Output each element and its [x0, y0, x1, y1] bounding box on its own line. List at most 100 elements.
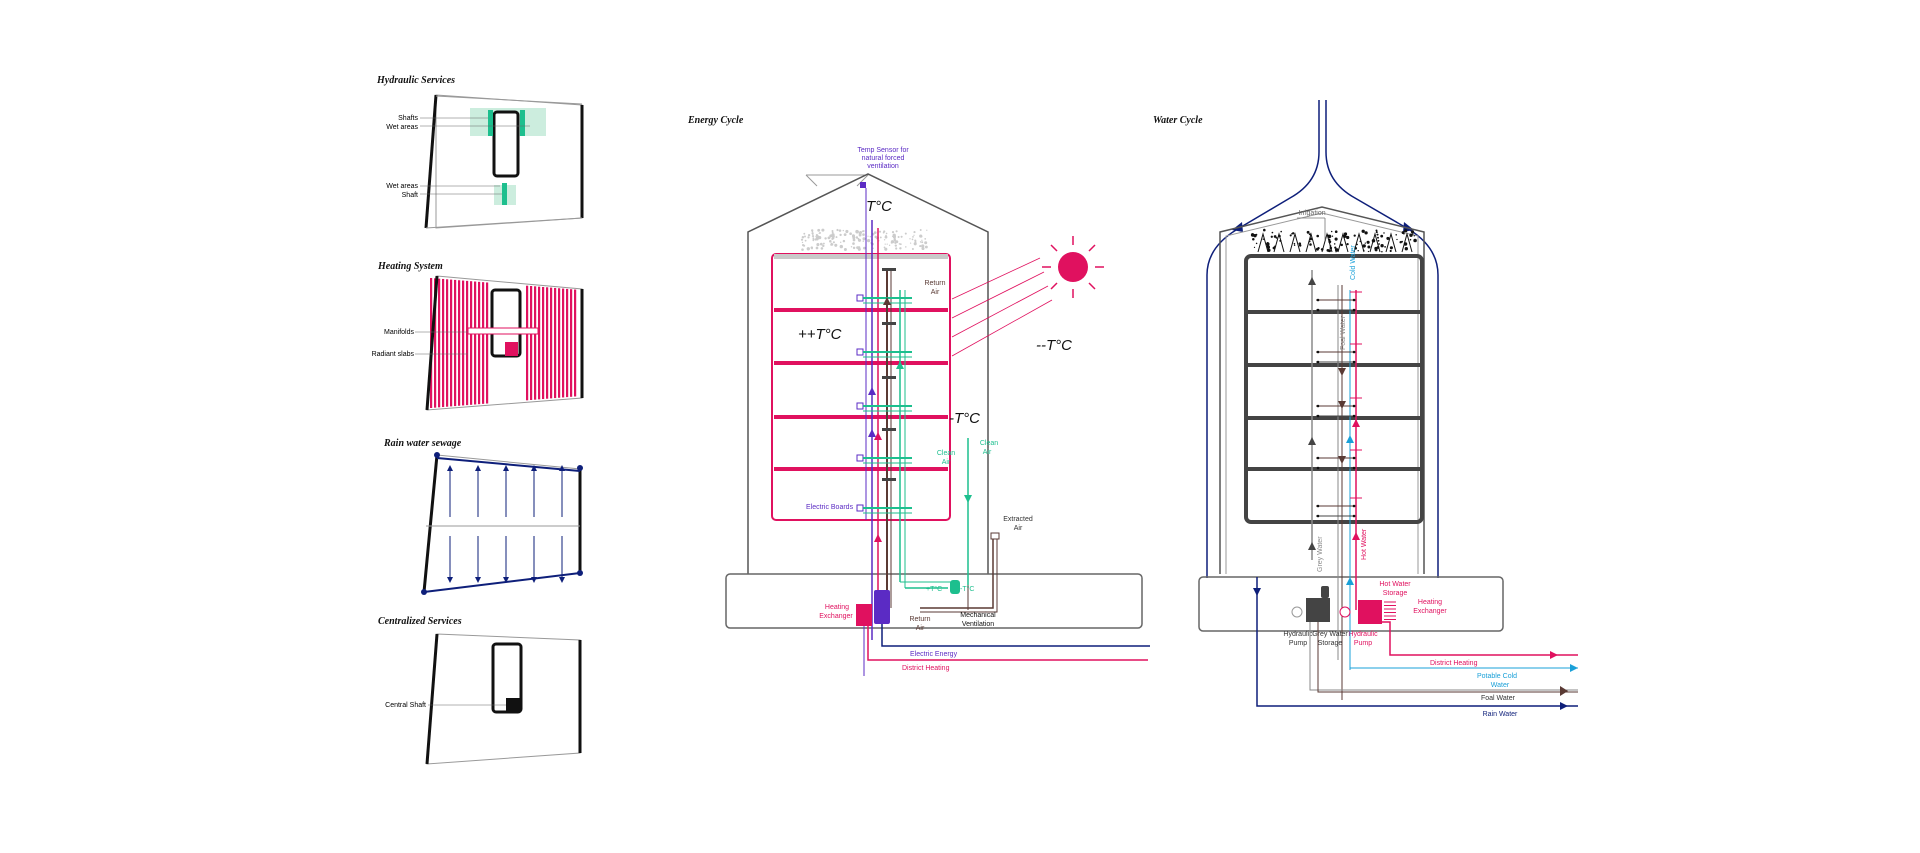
ventilation-unit: [950, 580, 960, 594]
rain-panel: Rain water sewage: [383, 438, 583, 595]
return-air-bottom-2: Air: [916, 625, 925, 632]
heating-title: Heating System: [377, 261, 443, 272]
label-radiant-slabs: Radiant slabs: [372, 351, 415, 358]
central-shaft-block: [506, 698, 520, 712]
clean-air-2b: Air: [983, 449, 992, 456]
water-floor-taps: [1308, 277, 1362, 585]
hydraulic-pump-left: [1291, 606, 1303, 618]
radiant-slabs: [430, 278, 577, 408]
temp-mid: -T°C: [949, 410, 980, 427]
rain-arrows: [447, 465, 565, 583]
mech-vent-1: Mechanical: [960, 612, 996, 619]
return-air-bottom-1: Return: [909, 616, 930, 623]
rain-pipe-left: [1206, 100, 1320, 578]
clean-air-1a: Clean: [937, 450, 955, 457]
hot-water-vert-label: Hot Water: [1361, 528, 1368, 560]
shaft-right: [520, 110, 525, 136]
foal-water-label: Foal Water: [1481, 695, 1516, 702]
hot-storage-2: Storage: [1383, 590, 1408, 597]
electric-board-box: [874, 590, 890, 624]
return-air-top-1: Return: [924, 280, 945, 287]
sun-icon: [1058, 252, 1088, 282]
water-base: [1198, 576, 1504, 632]
district-heating-label: District Heating: [902, 665, 950, 672]
shaft-lower: [502, 183, 507, 205]
label-shaft: Shaft: [402, 192, 418, 199]
shaft-left: [488, 110, 493, 136]
energy-cycle: Energy Cycle Temp Sensor for natural for…: [687, 115, 1150, 676]
hot-storage-1: Hot Water: [1379, 581, 1411, 588]
extracted-air-2: Air: [1014, 525, 1023, 532]
water-building: [1244, 254, 1424, 524]
cold-water-label: Cold Water: [1350, 245, 1357, 280]
temp-sensor: [860, 182, 866, 188]
hx-label-1: Heating: [825, 604, 849, 611]
central-core: [492, 110, 520, 178]
water-district-heating-line: [1382, 621, 1578, 656]
centralized-panel: Centralized Services Central Shaft: [378, 616, 582, 765]
water-house: [1219, 206, 1425, 574]
foal-water-vert-label: Foal Water: [1340, 315, 1347, 350]
hx-label-2: Exchanger: [819, 613, 853, 620]
label-manifolds: Manifolds: [384, 329, 414, 336]
sun-radiation: [951, 257, 1053, 357]
water-green-roof: [1250, 228, 1417, 253]
temp-cold: --T°C: [1036, 337, 1072, 354]
grey-storage-2: Storage: [1318, 640, 1343, 647]
heating-panel: Heating System Manifolds Radiant slabs: [372, 261, 584, 411]
energy-house: [747, 173, 989, 574]
water-slabs: [1248, 310, 1420, 471]
pump-left-2: Pump: [1289, 640, 1307, 647]
hydraulic-facade-left: [424, 94, 438, 229]
rain-pipe-right: [1325, 100, 1439, 578]
label-wet-areas-2: Wet areas: [386, 183, 418, 190]
svg-text:ventilation: ventilation: [867, 163, 899, 170]
temp-sensor-label: Temp Sensor for natural forced ventilati…: [857, 147, 909, 170]
irrigation-label: Irrigation: [1298, 210, 1325, 217]
water-hx-2: Exchanger: [1413, 608, 1447, 615]
water-hx-1: Heating: [1418, 599, 1442, 606]
label-shafts: Shafts: [398, 115, 418, 122]
hot-water-storage-box: [1358, 600, 1382, 624]
energy-title: Energy Cycle: [687, 115, 744, 126]
temp-hot: ++T°C: [798, 326, 842, 343]
hydraulic-pump-right: [1339, 606, 1351, 618]
energy-building: [771, 253, 951, 521]
label-central-shaft: Central Shaft: [385, 702, 426, 709]
floor-distribution: [856, 268, 912, 542]
rain-water-line: [1256, 577, 1578, 707]
grey-storage-1: Grey Water: [1312, 631, 1348, 638]
grey-water-vert-label: Grey Water: [1317, 536, 1324, 572]
centralized-title: Centralized Services: [378, 616, 462, 627]
energy-green-roof: [800, 228, 928, 251]
sun-rays: [1042, 236, 1104, 298]
manifolds: [467, 327, 539, 335]
hx-cold: -T°C: [960, 585, 974, 593]
mech-vent-2: Ventilation: [962, 621, 994, 628]
electric-energy-label: Electric Energy: [910, 651, 958, 658]
extracted-air-1: Extracted: [1003, 516, 1033, 523]
potable-2: Water: [1491, 682, 1510, 689]
energy-slabs: [774, 308, 948, 471]
energy-base: [725, 573, 1143, 629]
district-heating-line: [867, 626, 1148, 661]
rain-water-label: Rain Water: [1483, 711, 1518, 718]
water-heat-exchanger: [1384, 601, 1396, 620]
water-cycle: Water Cycle Irrigation Cold Water Foal W…: [1153, 100, 1578, 718]
hx-hot: +T°C: [926, 585, 942, 593]
pump-right-2: Pump: [1354, 640, 1372, 647]
electric-boards-label: Electric Boards: [806, 504, 854, 511]
svg-text:Temp Sensor for: Temp Sensor for: [857, 147, 909, 154]
clean-air-1b: Air: [942, 459, 951, 466]
potable-1: Potable Cold: [1477, 673, 1517, 680]
manifold-block: [505, 342, 518, 356]
grey-water-tank: [1306, 598, 1330, 622]
pump-right-1: Hydraulic: [1348, 631, 1378, 638]
pump-left-1: Hydraulic: [1283, 631, 1313, 638]
return-air-top-2: Air: [931, 289, 940, 296]
rain-title: Rain water sewage: [383, 438, 462, 449]
heating-exchanger-box: [856, 604, 872, 626]
water-district-heating-label: District Heating: [1430, 660, 1478, 667]
clean-air-2a: Clean: [980, 440, 998, 447]
